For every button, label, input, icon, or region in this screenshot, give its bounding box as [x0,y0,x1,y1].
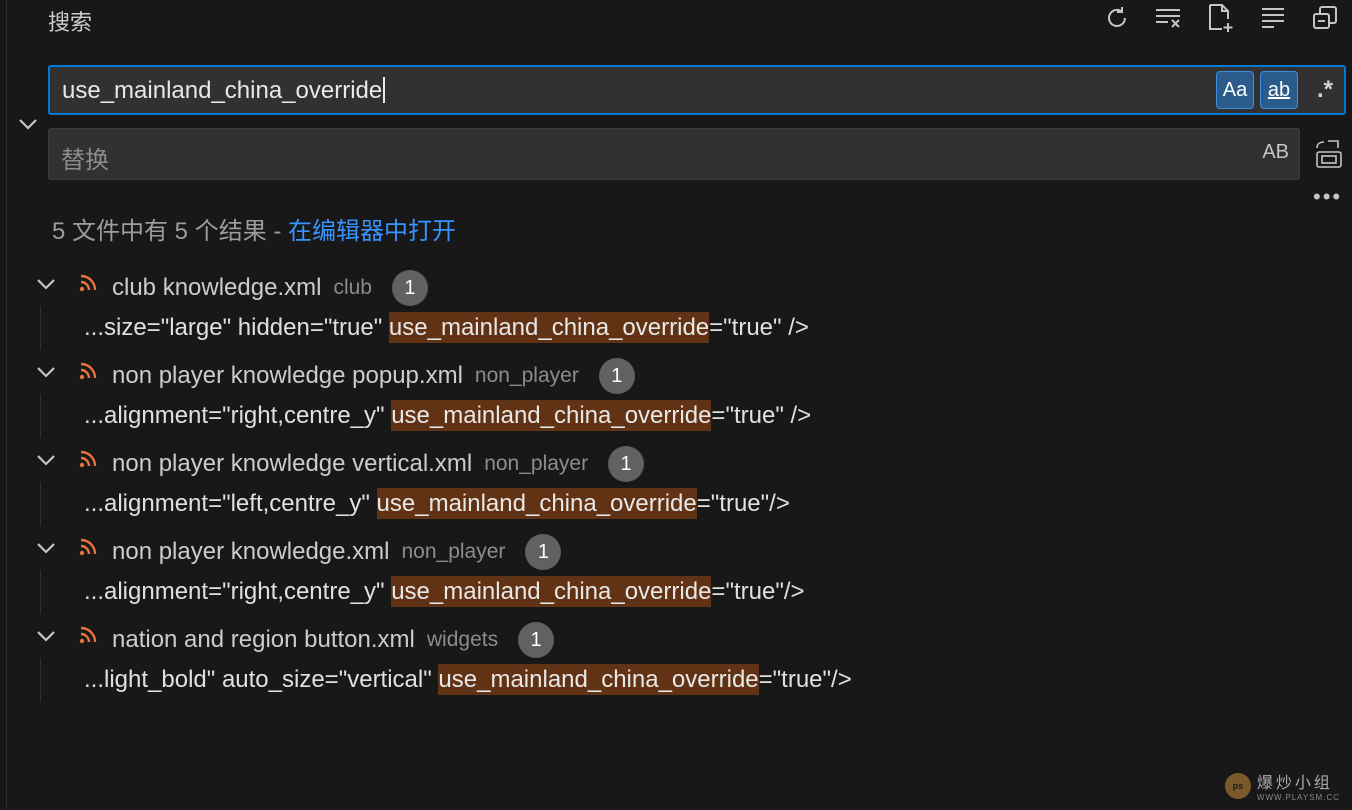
watermark: ps 爆炒小组 WWW.PLAYSM.CC [1224,769,1340,802]
match-context-before: ...size="large" hidden="true" [84,314,389,341]
file-folder-label: non_player [474,364,579,387]
result-file-row[interactable]: nation and region button.xml widgets 1 [0,614,1352,658]
collapse-all-icon[interactable] [1308,1,1342,35]
match-context-before: ...light_bold" auto_size="vertical" [84,666,439,693]
match-count-badge: 1 [608,446,645,482]
match-context-after: ="true"/> [758,666,852,693]
results-summary: 5 文件中有 5 个结果 - 在编辑器中打开 [52,211,456,246]
file-folder-label: club [333,276,372,299]
result-match-row[interactable]: ...alignment="right,centre_y" use_mainla… [0,394,1352,438]
match-preview: ...alignment="right,centre_y" use_mainla… [84,400,812,431]
file-folder-label: non_player [484,452,589,475]
result-match-row[interactable]: ...light_bold" auto_size="vertical" use_… [0,658,1352,702]
xml-file-icon [79,362,97,380]
xml-file-icon [79,450,97,468]
match-count-badge: 1 [525,534,562,570]
match-whole-word-toggle[interactable]: ab [1260,71,1298,109]
results-summary-text: 5 文件中有 5 个结果 - [52,218,289,245]
result-match-row[interactable]: ...alignment="right,centre_y" use_mainla… [0,570,1352,614]
result-match-row[interactable]: ...size="large" hidden="true" use_mainla… [0,306,1352,350]
match-count-badge: 1 [518,622,555,658]
xml-file-icon [79,538,97,556]
file-name-label: non player knowledge.xml [112,538,390,565]
file-name-label: club knowledge.xml [112,274,322,301]
panel-border [6,0,7,810]
result-file-name: non player knowledge.xml non_player 1 [112,534,562,570]
match-context-before: ...alignment="left,centre_y" [84,490,377,517]
xml-file-icon [79,626,97,644]
result-file-name: nation and region button.xml widgets 1 [112,622,555,658]
match-highlight: use_mainland_china_override [376,488,697,519]
preserve-case-toggle[interactable]: AB [1262,141,1289,163]
match-count-badge: 1 [391,270,428,306]
match-case-toggle[interactable]: Aa [1216,71,1254,109]
view-as-tree-icon[interactable] [1256,1,1290,35]
match-context-before: ...alignment="right,centre_y" [84,402,392,429]
result-match-row[interactable]: ...alignment="left,centre_y" use_mainlan… [0,482,1352,526]
match-preview: ...light_bold" auto_size="vertical" use_… [84,664,852,695]
file-name-label: non player knowledge popup.xml [112,362,463,389]
chevron-down-icon[interactable] [34,360,58,384]
match-highlight: use_mainland_china_override [391,400,712,431]
result-file-name: non player knowledge vertical.xml non_pla… [112,446,645,482]
file-name-label: nation and region button.xml [112,626,415,653]
match-preview: ...alignment="left,centre_y" use_mainlan… [84,488,790,519]
chevron-down-icon[interactable] [34,624,58,648]
result-file-row[interactable]: non player knowledge vertical.xml non_pla… [0,438,1352,482]
watermark-logo: ps [1224,772,1251,799]
watermark-subtext: WWW.PLAYSM.CC [1256,793,1340,802]
match-count-badge: 1 [598,358,635,394]
tree-indent-guide [40,306,41,350]
use-regex-toggle[interactable]: .* [1316,76,1333,103]
replace-all-icon[interactable] [1314,138,1344,170]
file-folder-label: non_player [401,540,506,563]
file-folder-label: widgets [426,628,499,651]
result-file-row[interactable]: non player knowledge.xml non_player 1 [0,526,1352,570]
watermark-text: 爆炒小组 [1256,773,1333,792]
result-file-name: non player knowledge popup.xml non_player… [112,358,635,394]
match-context-after: ="true" /> [711,402,812,429]
new-search-editor-icon[interactable] [1204,1,1238,35]
chevron-down-icon[interactable] [34,448,58,472]
match-context-after: ="true"/> [711,578,805,605]
search-toolbar [1100,0,1342,36]
match-context-after: ="true" /> [709,314,809,341]
replace-placeholder: 替换 [61,147,109,174]
more-actions-icon[interactable]: ••• [1313,184,1343,209]
tree-indent-guide [40,482,41,526]
match-highlight: use_mainland_china_override [388,312,710,343]
refresh-icon[interactable] [1100,1,1134,35]
chevron-down-icon[interactable] [34,272,58,296]
result-file-row[interactable]: club knowledge.xml club 1 [0,262,1352,306]
chevron-down-icon[interactable] [34,536,58,560]
result-file-name: club knowledge.xml club 1 [112,270,428,306]
match-preview: ...size="large" hidden="true" use_mainla… [84,312,809,343]
panel-title: 搜索 [48,10,93,35]
result-file-row[interactable]: non player knowledge popup.xml non_player… [0,350,1352,394]
file-name-label: non player knowledge vertical.xml [112,450,473,477]
match-context-after: ="true"/> [696,490,790,517]
search-input[interactable]: use_mainland_china_override Aa ab .* [48,65,1346,115]
match-preview: ...alignment="right,centre_y" use_mainla… [84,576,805,607]
tree-indent-guide [40,570,41,614]
match-highlight: use_mainland_china_override [438,664,759,695]
tree-indent-guide [40,394,41,438]
search-input-value: use_mainland_china_override [62,77,386,105]
open-in-editor-link[interactable]: 在编辑器中打开 [288,218,457,245]
replace-input[interactable]: 替换 AB [48,128,1300,180]
clear-results-icon[interactable] [1152,1,1186,35]
match-context-before: ...alignment="right,centre_y" [84,578,392,605]
tree-indent-guide [40,658,41,702]
match-highlight: use_mainland_china_override [391,576,712,607]
xml-file-icon [79,274,97,292]
toggle-replace-chevron-icon[interactable] [16,112,40,136]
